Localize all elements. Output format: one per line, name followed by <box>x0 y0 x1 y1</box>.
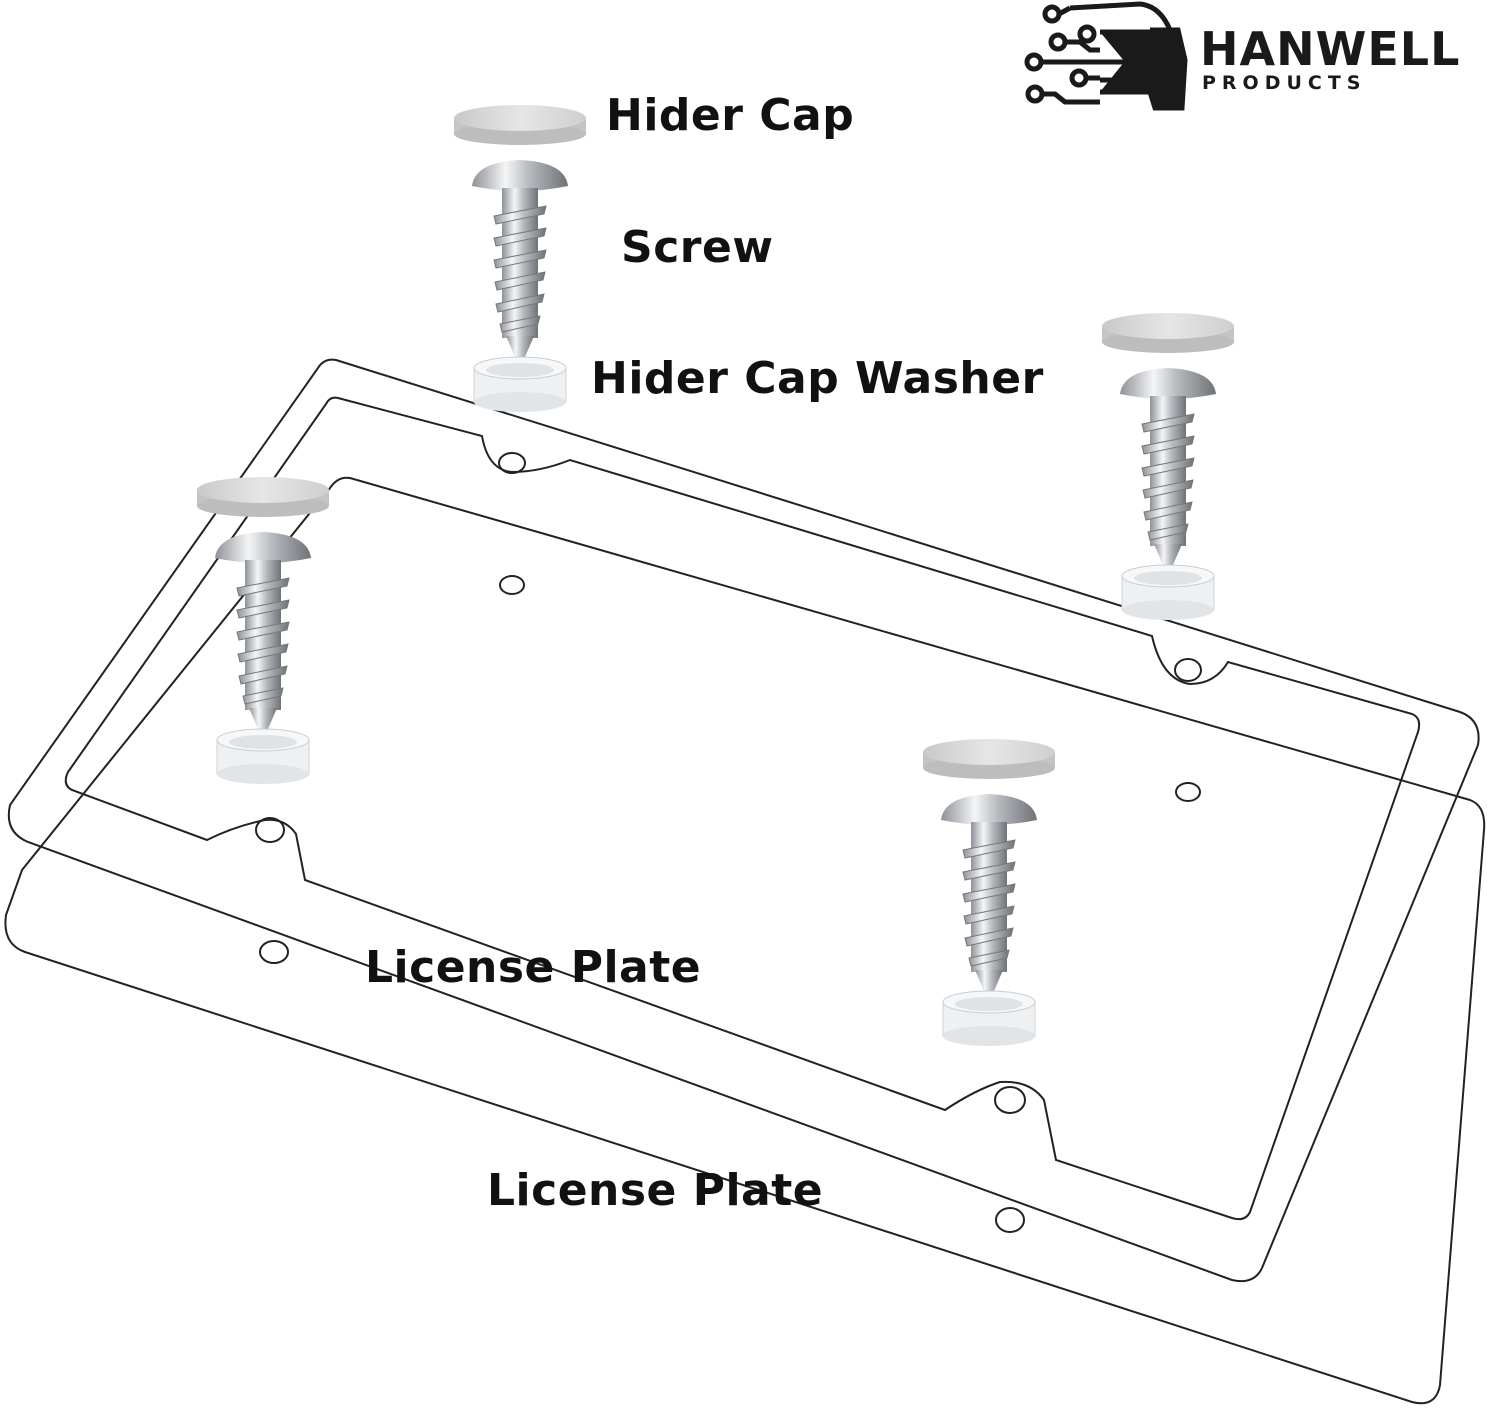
screw-assembly-top-left <box>453 104 587 413</box>
hanwell-logo-icon <box>1024 1 1188 111</box>
frame-outer-outline <box>7 358 1480 1283</box>
frame-inner-outline <box>64 396 1421 1221</box>
license-plate-outline <box>4 476 1486 1405</box>
license-plate-holes <box>259 575 1201 1233</box>
label-license-plate: License Plate <box>487 1165 824 1216</box>
screw-assembly-top-right <box>1101 312 1235 621</box>
screw-assembly-bottom-left <box>196 476 330 785</box>
label-hider-cap-washer: Hider Cap Washer <box>591 353 1044 404</box>
logo-name: HANWELL <box>1200 22 1461 76</box>
frame-holes <box>255 452 1202 1114</box>
logo-tagline: PRODUCTS <box>1202 72 1367 94</box>
label-hider-cap: Hider Cap <box>606 90 855 141</box>
screw-assembly-bottom-right <box>922 738 1056 1047</box>
label-license-plate-frame: License Plate <box>365 942 702 993</box>
label-screw: Screw <box>621 222 774 273</box>
